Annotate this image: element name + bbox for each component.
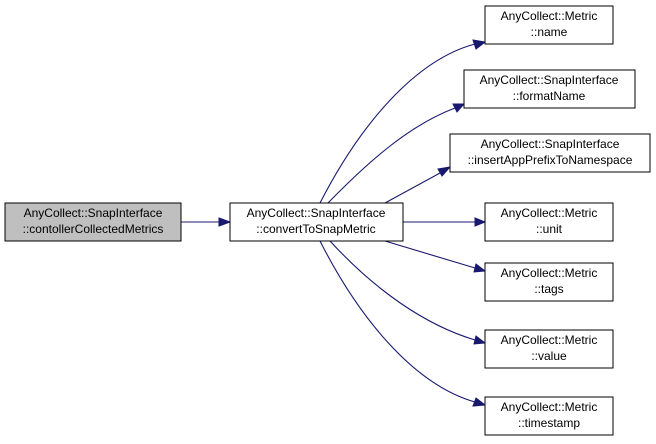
edge-convert-to-insertPrefix-arrowhead	[437, 166, 452, 177]
edge-convert-to-timestamp-arrowhead	[472, 397, 487, 407]
edge-convert-to-name	[319, 43, 476, 204]
node-root-line2: ::contollerCollectedMetrics	[23, 222, 164, 236]
edge-convert-to-value	[329, 240, 476, 341]
edge-convert-to-tags-arrowhead	[473, 263, 487, 273]
node-convert[interactable]: AnyCollect::SnapInterface ::convertToSna…	[229, 202, 404, 242]
edge-convert-to-timestamp	[319, 240, 476, 403]
edge-convert-to-unit-arrowhead	[474, 217, 487, 227]
edges	[181, 39, 487, 407]
node-name[interactable]: AnyCollect::Metric ::name	[484, 5, 614, 45]
node-tags-line2: ::tags	[534, 282, 563, 296]
node-unit[interactable]: AnyCollect::Metric ::unit	[484, 202, 614, 242]
node-timestamp-line2: ::timestamp	[518, 416, 580, 430]
node-convert-line2: ::convertToSnapMetric	[256, 222, 375, 236]
node-convert-line1: AnyCollect::SnapInterface	[247, 206, 386, 220]
node-timestamp-line1: AnyCollect::Metric	[501, 400, 598, 414]
node-root-line1: AnyCollect::SnapInterface	[24, 206, 163, 220]
node-root[interactable]: AnyCollect::SnapInterface ::contollerCol…	[4, 202, 182, 242]
node-tags[interactable]: AnyCollect::Metric ::tags	[484, 262, 614, 302]
edge-convert-to-tags	[384, 240, 476, 269]
node-value-line1: AnyCollect::Metric	[501, 333, 598, 347]
node-value[interactable]: AnyCollect::Metric ::value	[484, 329, 614, 369]
node-insertPrefix-line2: ::insertAppPrefixToNamespace	[468, 153, 633, 167]
node-insertPrefix[interactable]: AnyCollect::SnapInterface ::insertAppPre…	[449, 133, 651, 173]
edge-convert-to-insertPrefix	[384, 172, 441, 204]
node-timestamp[interactable]: AnyCollect::Metric ::timestamp	[484, 396, 614, 436]
edge-convert-to-value-arrowhead	[473, 335, 487, 345]
node-formatName[interactable]: AnyCollect::SnapInterface ::formatName	[463, 69, 636, 109]
node-insertPrefix-line1: AnyCollect::SnapInterface	[481, 137, 620, 151]
node-name-line1: AnyCollect::Metric	[501, 9, 598, 23]
edge-root-to-convert-arrowhead	[218, 217, 232, 227]
node-unit-line2: ::unit	[536, 222, 563, 236]
node-formatName-line1: AnyCollect::SnapInterface	[480, 73, 619, 87]
edge-convert-to-formatName-arrowhead	[452, 103, 466, 113]
node-name-line2: ::name	[531, 25, 568, 39]
node-tags-line1: AnyCollect::Metric	[501, 266, 598, 280]
node-unit-line1: AnyCollect::Metric	[501, 206, 598, 220]
edge-convert-to-name-arrowhead	[472, 39, 487, 50]
edge-convert-to-formatName	[327, 107, 456, 204]
node-formatName-line2: ::formatName	[513, 89, 586, 103]
node-value-line2: ::value	[531, 349, 567, 363]
